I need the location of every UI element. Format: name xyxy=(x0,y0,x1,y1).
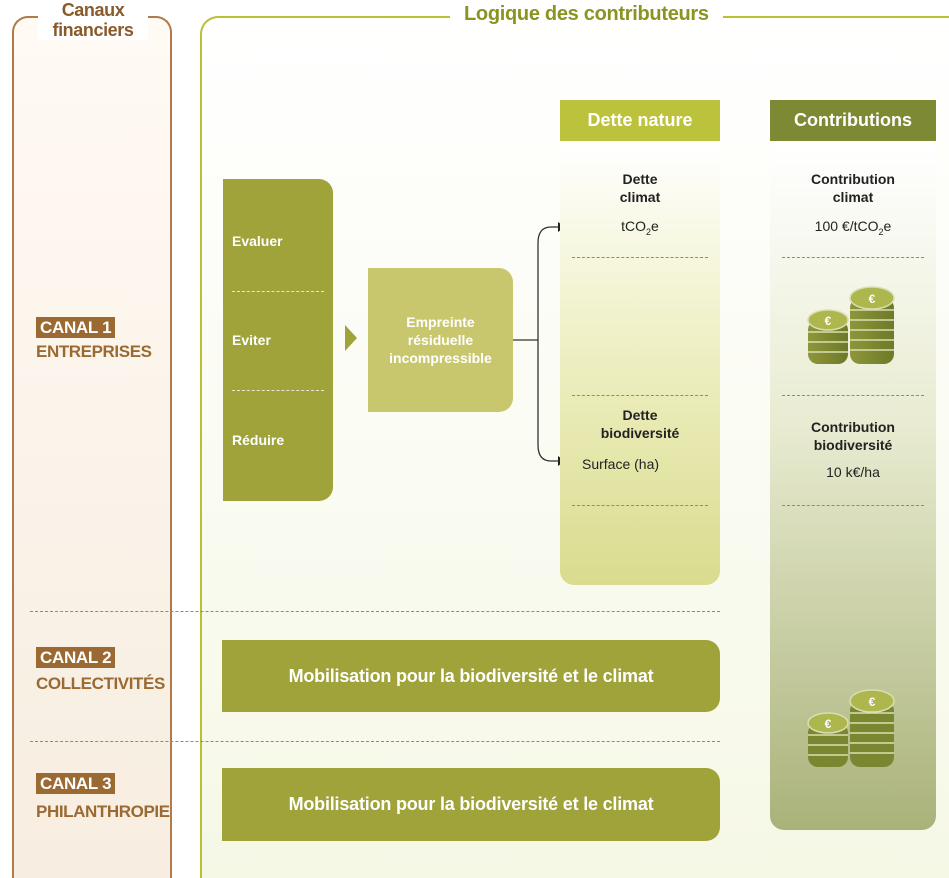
dashed-divider xyxy=(782,505,924,506)
canal-1-badge: CANAL 1 xyxy=(36,317,116,338)
dette-bio-unit: Surface (ha) xyxy=(582,456,660,472)
title-line-1: Canaux xyxy=(61,0,125,20)
mobilisation-bar-philanthropie: Mobilisation pour la biodiversité et le … xyxy=(222,768,720,841)
coins-stack-icon: € € xyxy=(807,689,895,767)
empreinte-box: Empreinte résiduelle incompressible xyxy=(368,268,513,412)
financial-channels-panel xyxy=(12,16,172,878)
empreinte-line-1: Empreinte xyxy=(406,314,475,330)
financial-channels-title: Canaux financiers xyxy=(38,0,148,40)
contribution-bio-value: 10 k€/ha xyxy=(826,464,880,480)
dashed-divider xyxy=(572,395,708,396)
mobilisation-bar-collectivites: Mobilisation pour la biodiversité et le … xyxy=(222,640,720,712)
contribution-bio-title-2: biodiversité xyxy=(813,437,893,453)
svg-text:€: € xyxy=(869,292,876,306)
unit-sub: 2 xyxy=(646,226,652,237)
canal-1-label: ENTREPRISES xyxy=(36,342,152,361)
dette-nature-header: Dette nature xyxy=(560,100,720,141)
empreinte-line-3: incompressible xyxy=(389,350,492,366)
dette-bio-title-2: biodiversité xyxy=(600,425,680,441)
coins-stack-icon: € € xyxy=(807,286,895,364)
title-line-2: financiers xyxy=(52,20,134,40)
contribution-bio-title: Contribution biodiversité xyxy=(770,418,936,454)
canal-2-badge: CANAL 2 xyxy=(36,647,116,668)
contribution-climat-title-2: climat xyxy=(832,189,874,205)
empreinte-line-2: résiduelle xyxy=(407,332,474,348)
canal-3: CANAL 3 PHILANTHROPIE xyxy=(36,773,170,822)
contribution-climat-title-1: Contribution xyxy=(811,171,895,187)
value-sub: 2 xyxy=(878,226,884,237)
unit-suffix: e xyxy=(651,218,659,234)
contributions-header: Contributions xyxy=(770,100,936,141)
dette-climat-title-1: Dette xyxy=(622,171,658,187)
contribution-climat-title: Contribution climat xyxy=(770,170,936,206)
dette-bio-title-1: Dette xyxy=(622,407,658,423)
dette-nature-column xyxy=(560,145,720,585)
step-divider xyxy=(232,390,324,391)
contribution-climat-value: 100 €/tCO2e xyxy=(770,217,936,241)
canal-2: CANAL 2 COLLECTIVITÉS xyxy=(36,647,165,694)
svg-text:€: € xyxy=(825,314,832,328)
dashed-divider xyxy=(782,257,924,258)
dette-climat-title: Dette climat xyxy=(560,170,720,206)
dette-climat-unit: tCO2e xyxy=(560,217,720,241)
value-prefix: 100 €/tCO xyxy=(814,218,879,234)
svg-text:€: € xyxy=(825,717,832,731)
canal-3-label: PHILANTHROPIE xyxy=(36,802,170,821)
step-eviter: Eviter xyxy=(232,332,271,348)
value-suffix: e xyxy=(883,218,892,234)
dashed-divider xyxy=(782,395,924,396)
contributors-logic-title: Logique des contributeurs xyxy=(450,2,723,26)
dette-bio-title: Dette biodiversité xyxy=(560,406,720,442)
canal-3-badge: CANAL 3 xyxy=(36,773,116,794)
step-reduire: Réduire xyxy=(232,432,285,448)
canal-1: CANAL 1 ENTREPRISES xyxy=(36,317,152,362)
canal-separator xyxy=(30,741,720,742)
arrow-right-icon xyxy=(345,325,357,351)
step-divider xyxy=(232,291,324,292)
svg-text:€: € xyxy=(869,695,876,709)
steps-block xyxy=(223,179,333,501)
canal-2-label: COLLECTIVITÉS xyxy=(36,674,165,693)
dette-climat-title-2: climat xyxy=(619,189,661,205)
step-evaluer: Evaluer xyxy=(232,233,283,249)
canal-separator xyxy=(30,611,720,612)
dashed-divider xyxy=(572,505,708,506)
contribution-bio-title-1: Contribution xyxy=(811,419,895,435)
unit-prefix: tCO xyxy=(621,218,647,234)
dashed-divider xyxy=(572,257,708,258)
